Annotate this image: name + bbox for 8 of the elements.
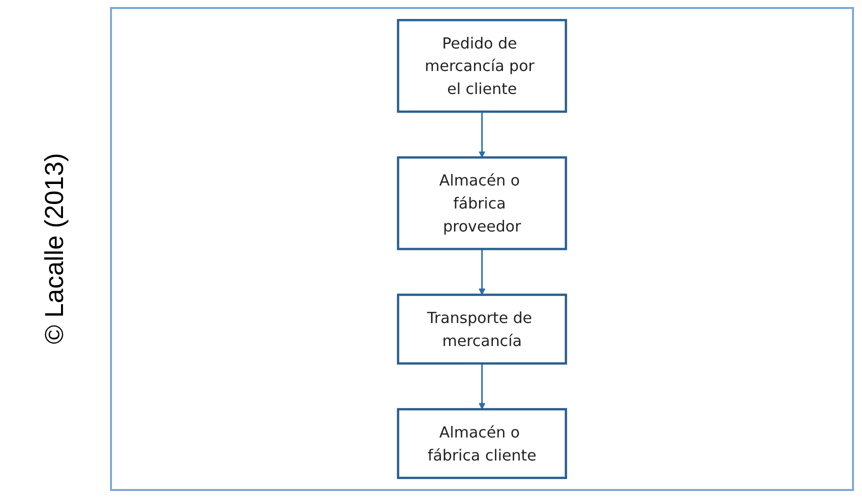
node-box: Transporte de mercancía <box>396 293 568 364</box>
node-box: Pedido de mercancía por el cliente <box>396 18 568 112</box>
arrow <box>478 362 486 410</box>
node-box: Almacén o fábrica proveedor <box>396 156 568 250</box>
arrow <box>478 111 486 158</box>
node-box: Almacén o fábrica cliente <box>396 408 568 479</box>
copyright-note: © Lacalle (2013) <box>40 152 70 344</box>
arrow <box>478 248 486 295</box>
